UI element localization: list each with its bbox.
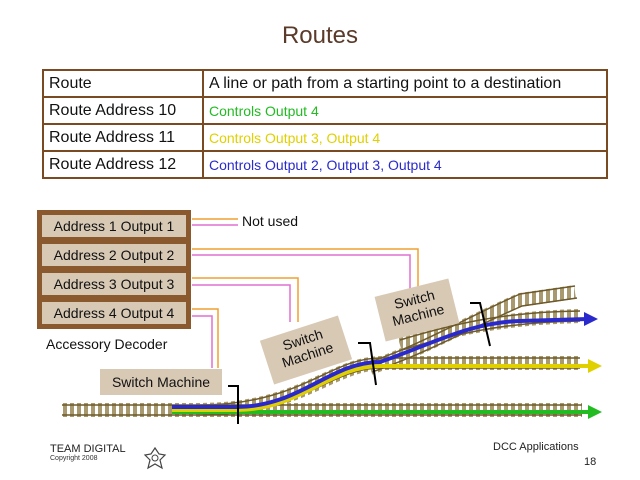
company-name: TEAM DIGITAL	[50, 443, 126, 455]
not-used-label: Not used	[242, 213, 299, 229]
table-cell: Route	[42, 69, 204, 98]
table-cell: Route Address 10	[42, 96, 204, 125]
wire-output3-orange	[192, 277, 299, 322]
switch-machine-left: Switch Machine	[100, 369, 222, 395]
wire-output3-pink	[192, 284, 291, 322]
page-number: 18	[584, 456, 597, 468]
decoder-output-3: Address 3 Output 3	[42, 273, 186, 295]
footer-course: DCC Applications	[493, 441, 579, 453]
decoder-output-1: Address 1 Output 1	[42, 215, 186, 237]
routes-table: Route A line or path from a starting poi…	[42, 69, 608, 179]
table-cell-output2: Controls Output 2, Output 3, Output 4	[202, 150, 608, 179]
wires	[192, 218, 419, 368]
wire-output2-pink	[192, 254, 411, 300]
accessory-decoder: Address 1 Output 1 Address 2 Output 2 Ad…	[37, 210, 191, 329]
copyright: Copyright 2008	[50, 455, 98, 462]
table-cell: Route Address 11	[42, 123, 204, 152]
decoder-output-2: Address 2 Output 2	[42, 244, 186, 266]
table-header-row: Route A line or path from a starting poi…	[42, 69, 608, 98]
throw-bar-right	[470, 302, 491, 347]
wire-output2-orange	[192, 248, 419, 300]
page-title: Routes	[281, 22, 359, 49]
table-cell-output3: Controls Output 3, Output 4	[202, 123, 608, 152]
wire-output4-pink	[192, 315, 213, 368]
decoder-output-4: Address 4 Output 4	[42, 302, 186, 324]
diverging-track	[199, 356, 580, 417]
arrow-yellow-icon	[588, 359, 602, 373]
straight-rail-top	[399, 310, 581, 341]
table-cell: A line or path from a starting point to …	[202, 69, 608, 98]
decoder-label: Accessory Decoder	[46, 336, 168, 352]
upper-rail-top	[369, 285, 576, 363]
table-cell-output4: Controls Output 4	[202, 96, 608, 125]
table-row: Route Address 12 Controls Output 2, Outp…	[42, 150, 608, 179]
route-output2-blue	[172, 317, 589, 409]
throw-bars	[228, 302, 491, 424]
route-output3-yellow	[172, 364, 592, 412]
team-digital-logo-icon	[143, 446, 167, 470]
table-row: Route Address 11 Controls Output 3, Outp…	[42, 123, 608, 152]
arrow-blue-icon	[584, 312, 598, 326]
footer-company: TEAM DIGITAL Copyright 2008	[50, 443, 126, 462]
wire-output4-orange	[192, 308, 219, 368]
table-row: Route Address 10 Controls Output 4	[42, 96, 608, 125]
throw-bar-left	[228, 385, 239, 424]
diverging-rail-top	[199, 357, 580, 406]
table-cell: Route Address 12	[42, 150, 204, 179]
throw-bar-middle	[358, 342, 377, 386]
arrow-green-icon	[588, 405, 602, 419]
